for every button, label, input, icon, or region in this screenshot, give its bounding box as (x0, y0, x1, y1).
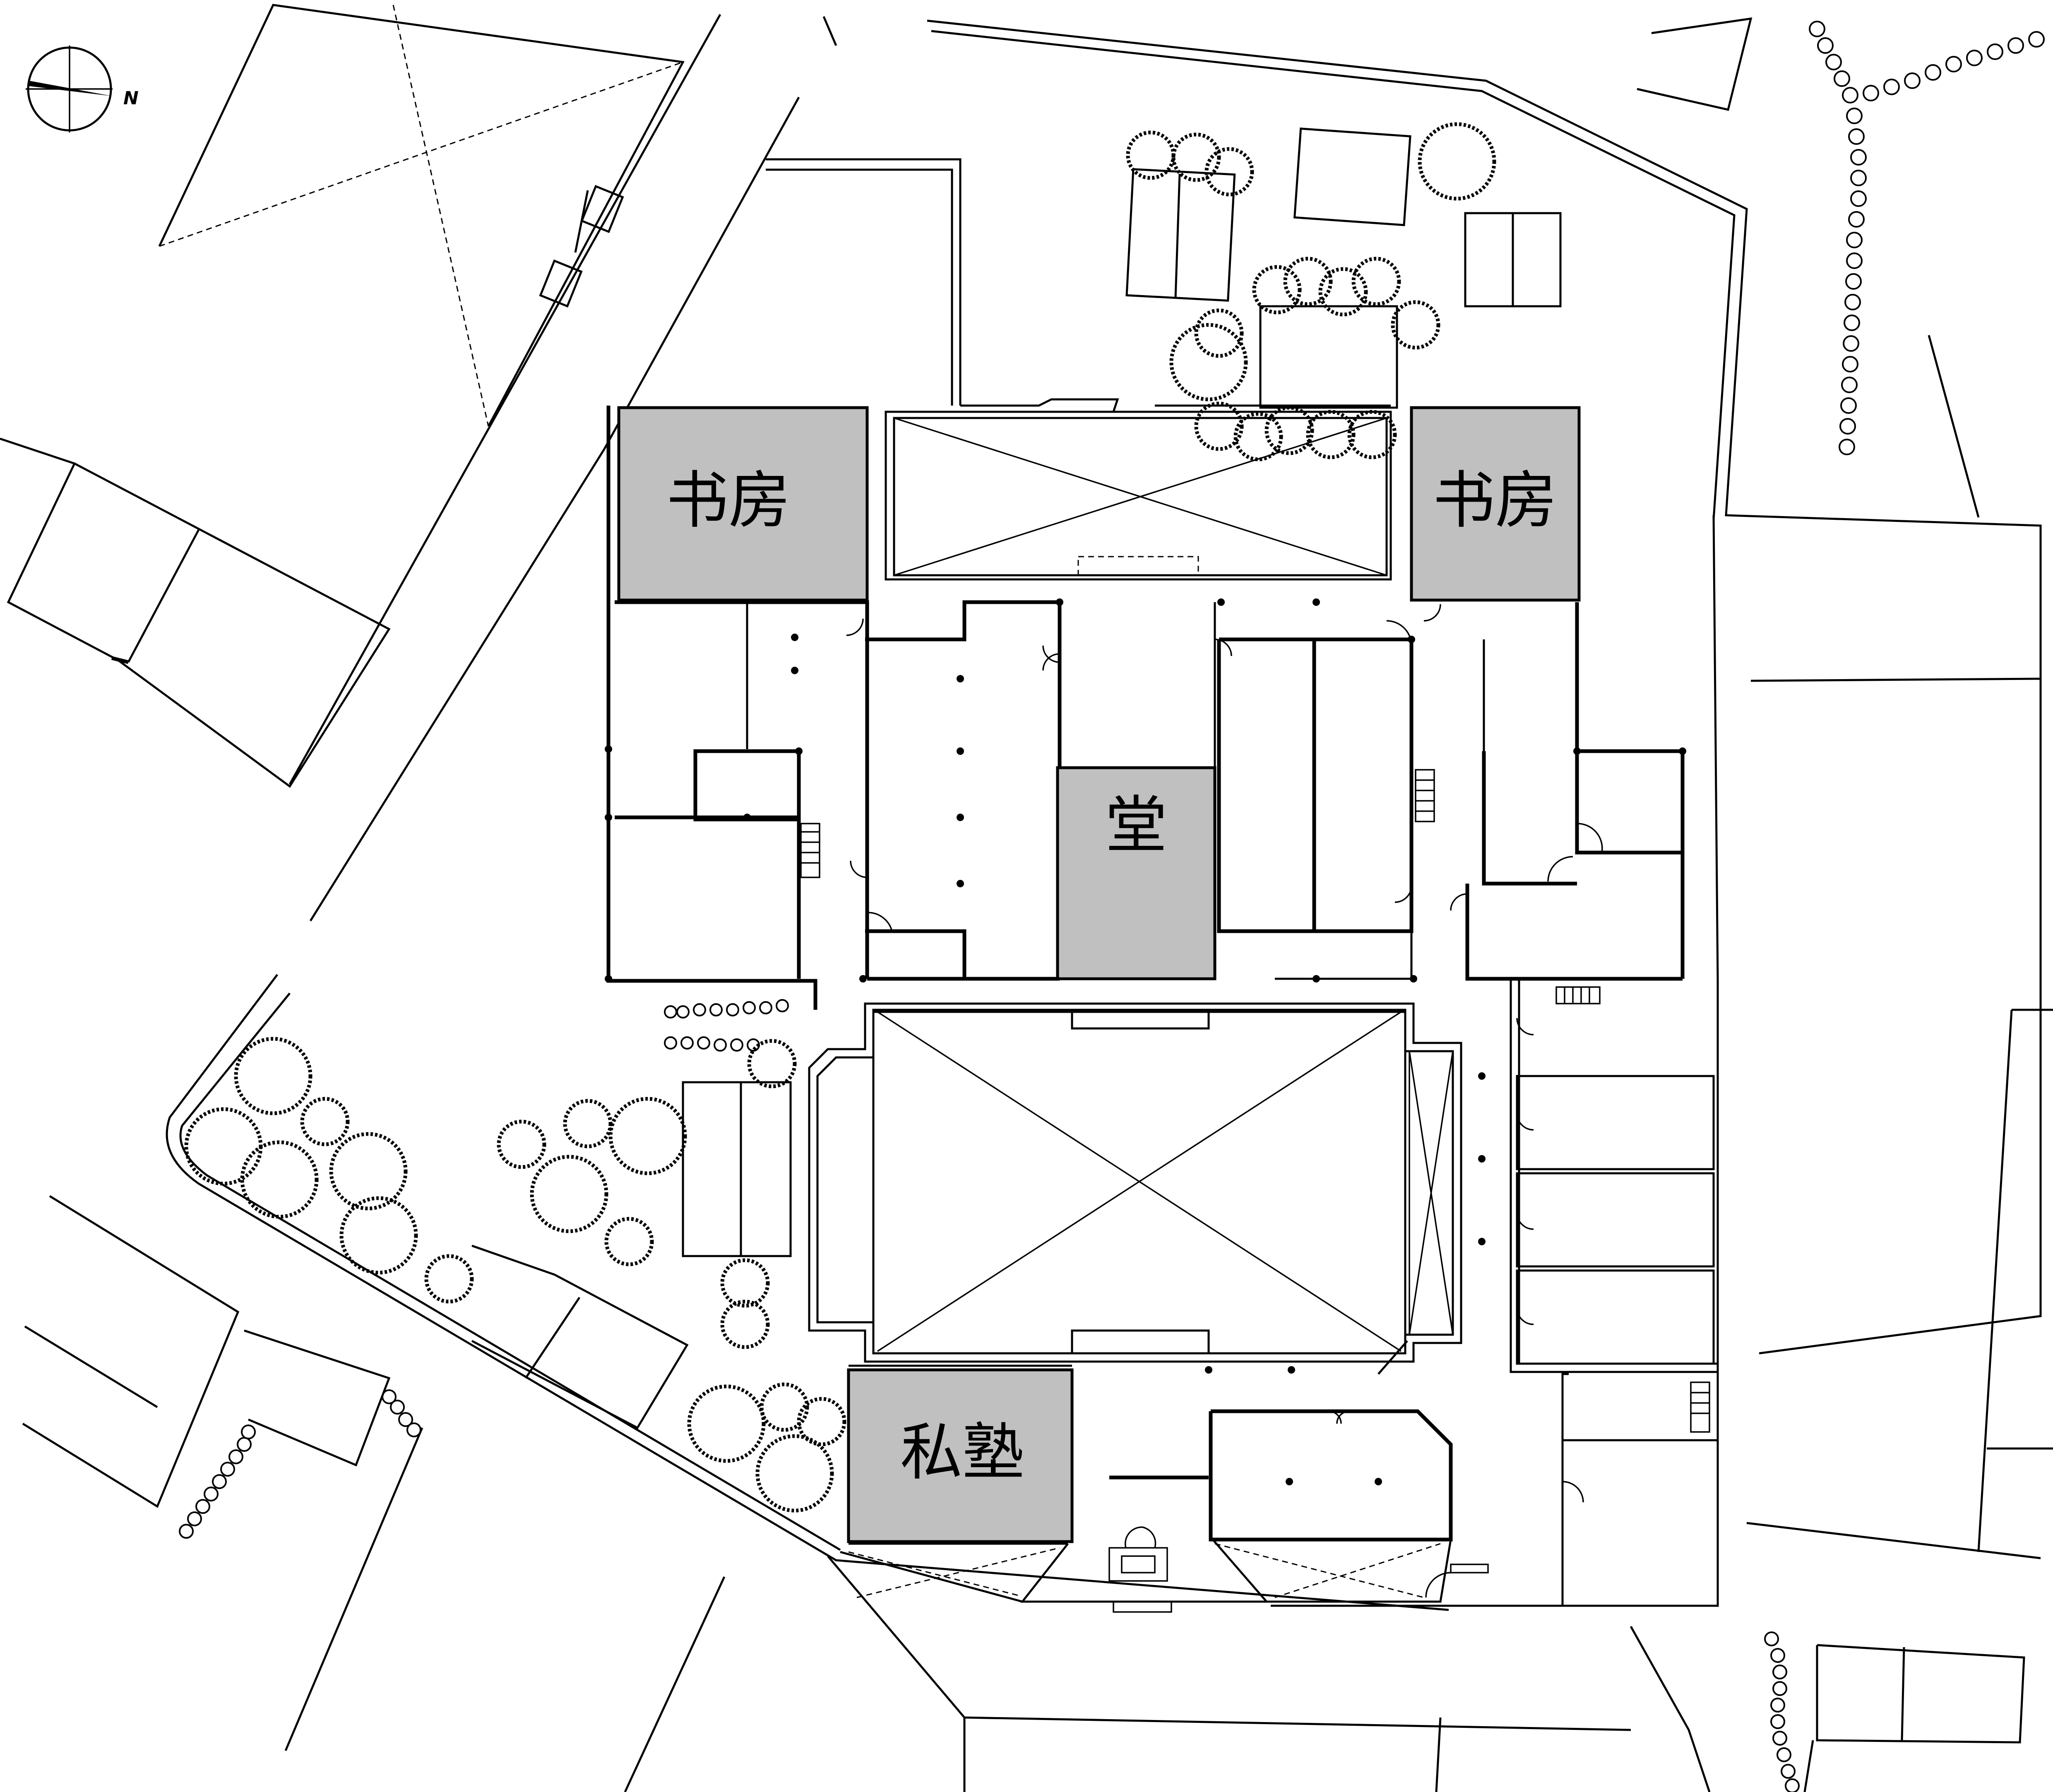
trees (184, 122, 1496, 1513)
north-label: N (123, 88, 139, 109)
room-label-private-school: 私塾 (900, 1417, 1024, 1489)
building-right-large (1746, 677, 2053, 1559)
building-left-row (0, 437, 391, 788)
room-label-study-left: 书房 (666, 465, 791, 537)
room-study-left: 书房 (617, 406, 869, 602)
building-top-left (158, 4, 685, 427)
pebble-path-bottom-right (1764, 1631, 1800, 1792)
road-lower-left (22, 974, 1711, 1792)
stairs-icon (800, 769, 1710, 1433)
pebble-path-top-right (1809, 21, 2045, 455)
room-hall: 堂 (1056, 766, 1216, 980)
room-private-school: 私塾 (847, 1368, 1074, 1543)
columns (605, 598, 1686, 1485)
building-bottom-right (1803, 1644, 2025, 1792)
right-side-rooms (1510, 979, 1718, 1606)
room-label-hall: 堂 (1105, 790, 1167, 862)
room-study-right: 书房 (1410, 406, 1581, 602)
compound (605, 158, 1719, 1613)
road-top-right (927, 19, 2042, 691)
surroundings (0, 4, 2053, 1792)
room-label-study-right: 书房 (1433, 465, 1557, 537)
road-main-diagonal (288, 14, 837, 922)
bottom-buildings (840, 1364, 1489, 1613)
central-courtyard (808, 1002, 1462, 1375)
compass-icon: N (26, 46, 139, 132)
building-top-right-small (1125, 17, 1753, 409)
pebble-path-left (179, 1389, 421, 1539)
pebble-rows (664, 999, 789, 1052)
